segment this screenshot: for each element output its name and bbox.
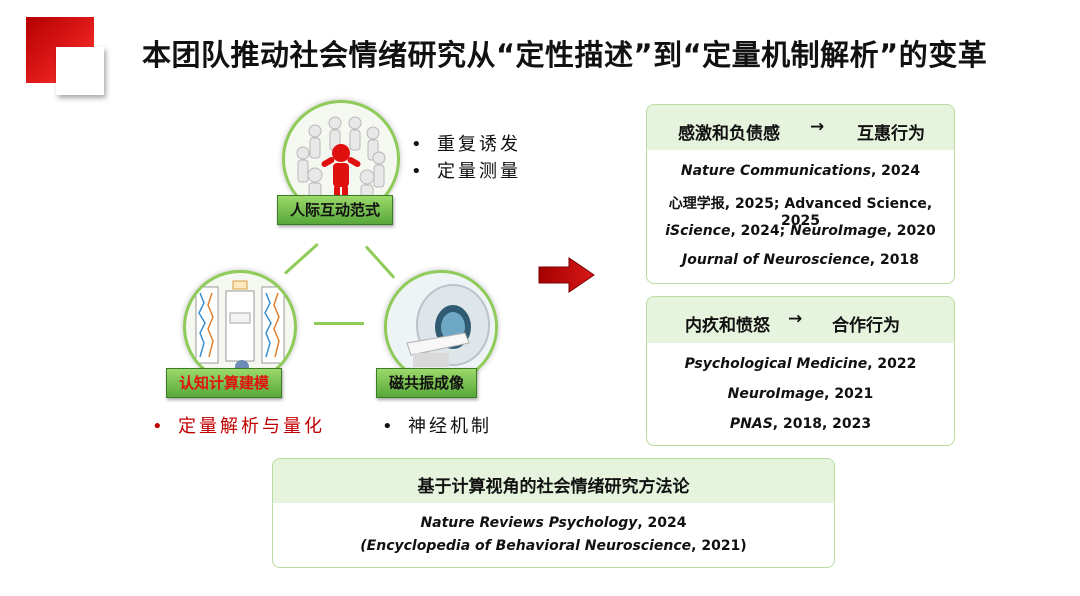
interaction-bullets: •重复诱发 •定量测量 xyxy=(411,130,521,184)
modeling-image xyxy=(183,270,297,384)
mri-image xyxy=(384,270,498,384)
modeling-bullets: •定量解析与量化 xyxy=(152,412,325,439)
emotion-label: 内疚和愤怒 xyxy=(685,316,770,336)
behavior-label: 合作行为 xyxy=(832,316,900,336)
bullet-item: •重复诱发 xyxy=(411,134,521,155)
arrow-right-icon xyxy=(538,257,595,293)
behavior-label: 互惠行为 xyxy=(857,124,925,144)
tag-mri: 磁共振成像 xyxy=(376,368,478,398)
page-title: 本团队推动社会情绪研究从“定性描述”到“定量机制解析”的变革 xyxy=(142,38,988,72)
right-arrow-icon: → xyxy=(810,117,825,137)
reference-item: NeuroImage, 2021 xyxy=(727,386,874,402)
right-arrow-icon: → xyxy=(788,309,803,329)
reference-item: Journal of Neuroscience, 2018 xyxy=(682,252,919,268)
reference-item: Nature Reviews Psychology, 2024 xyxy=(420,515,687,531)
tag-interaction-paradigm: 人际互动范式 xyxy=(277,195,394,225)
panel-header: 基于计算视角的社会情绪研究方法论 xyxy=(273,459,834,503)
tag-computational-modeling: 认知计算建模 xyxy=(166,368,283,398)
panel-header: 感激和负债感 → 互惠行为 xyxy=(647,105,954,150)
panel-guilt: 内疚和愤怒 → 合作行为 Psychological Medicine, 202… xyxy=(646,296,955,446)
panel-header: 内疚和愤怒 → 合作行为 xyxy=(647,297,954,343)
reference-item: Nature Communications, 2024 xyxy=(680,163,921,179)
emotion-label: 感激和负债感 xyxy=(678,124,780,144)
panel-gratitude: 感激和负债感 → 互惠行为 Nature Communications, 202… xyxy=(646,104,955,284)
logo xyxy=(26,17,110,99)
reference-item: 心理学报, 2025; Advanced Science, 2025 xyxy=(668,196,933,229)
panel-methodology: 基于计算视角的社会情绪研究方法论 Nature Reviews Psycholo… xyxy=(272,458,835,568)
bullet-item: •定量测量 xyxy=(411,161,521,182)
reference-item: iScience, 2024; NeuroImage, 2020 xyxy=(665,223,936,239)
panel-title: 基于计算视角的社会情绪研究方法论 xyxy=(417,477,690,497)
reference-item: PNAS, 2018, 2023 xyxy=(729,416,872,432)
bullet-item: •定量解析与量化 xyxy=(152,416,325,437)
mri-bullets: •神经机制 xyxy=(382,412,492,439)
connector-line xyxy=(283,242,319,275)
reference-item: (Encyclopedia of Behavioral Neuroscience… xyxy=(360,538,747,554)
connector-line xyxy=(314,322,364,325)
connector-line xyxy=(364,245,396,279)
reference-item: Psychological Medicine, 2022 xyxy=(684,356,917,372)
bullet-item: •神经机制 xyxy=(382,416,492,437)
